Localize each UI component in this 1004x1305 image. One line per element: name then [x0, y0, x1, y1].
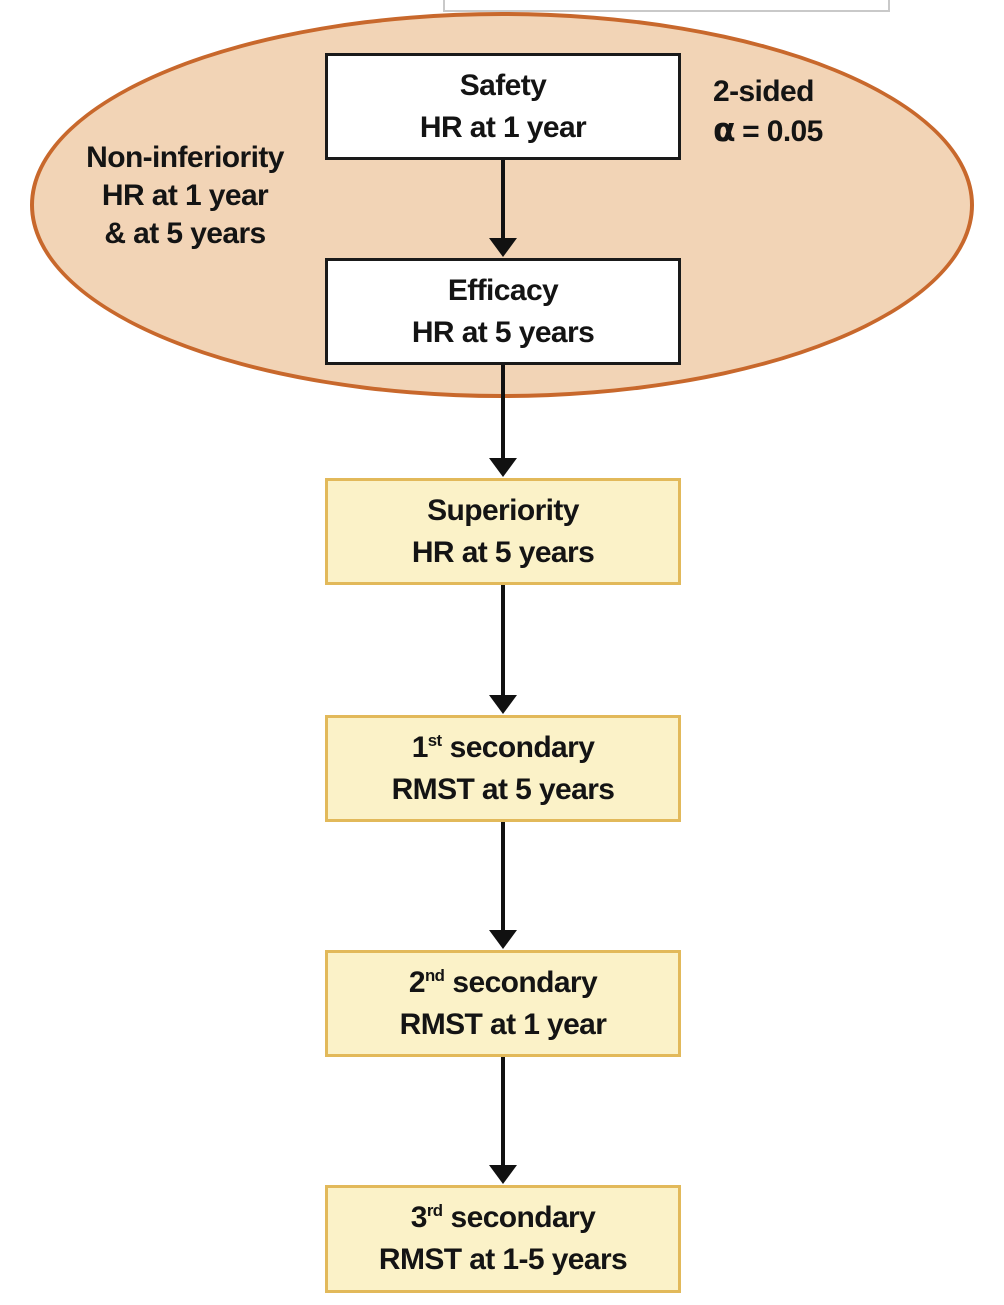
arrow-down-head [489, 458, 517, 477]
arrow-down-connector [501, 160, 505, 239]
node-title: 2nd secondary [408, 962, 598, 1004]
ordinal-suffix: nd [425, 965, 445, 985]
noninferiority-note: Non-inferiority HR at 1 year & at 5 year… [50, 139, 320, 253]
title-rest: secondary [449, 730, 595, 764]
node-subtitle: HR at 5 years [411, 535, 595, 569]
alpha-note-line1: 2-sided [713, 75, 814, 108]
arrow-down-head [489, 238, 517, 257]
node-superiority: Superiority HR at 5 years [325, 478, 681, 585]
node-subtitle: RMST at 1-5 years [378, 1243, 628, 1276]
arrow-down-connector [501, 1057, 505, 1166]
alpha-symbol: α [713, 110, 736, 149]
node-subtitle: HR at 5 years [411, 315, 595, 349]
arrow-down-head [489, 930, 517, 949]
node-title: 1st secondary [412, 727, 595, 769]
node-title: Superiority [427, 493, 579, 527]
node-title: 3rd secondary [410, 1197, 596, 1239]
alpha-note-line2: α= 0.05 [713, 111, 823, 151]
node-safety: Safety HR at 1 year [325, 53, 681, 160]
node-subtitle: RMST at 1 year [399, 1007, 607, 1041]
node-secondary-3: 3rd secondary RMST at 1-5 years [325, 1185, 681, 1293]
node-secondary-1: 1st secondary RMST at 5 years [325, 715, 681, 822]
cropped-box-remnant [443, 0, 890, 12]
ordinal-number: 3 [410, 1201, 428, 1234]
node-efficacy: Efficacy HR at 5 years [325, 258, 681, 365]
ordinal-number: 2 [408, 965, 426, 999]
title-rest: secondary [450, 1201, 596, 1234]
node-title: Safety [459, 68, 547, 102]
node-secondary-2: 2nd secondary RMST at 1 year [325, 950, 681, 1057]
ordinal-suffix: rd [426, 1201, 443, 1220]
title-rest: secondary [452, 965, 598, 999]
arrow-down-connector [501, 365, 505, 459]
alpha-value: = 0.05 [742, 115, 823, 148]
noninferiority-note-line3: & at 5 years [104, 217, 266, 250]
arrow-down-head [489, 1165, 517, 1184]
node-subtitle: HR at 1 year [419, 110, 587, 144]
arrow-down-connector [501, 585, 505, 696]
noninferiority-note-line1: Non-inferiority [86, 141, 284, 174]
node-title: Efficacy [447, 273, 559, 307]
arrow-down-head [489, 695, 517, 714]
node-subtitle: RMST at 5 years [391, 772, 615, 806]
arrow-down-connector [501, 822, 505, 931]
noninferiority-note-line2: HR at 1 year [101, 179, 269, 212]
ordinal-number: 1 [411, 730, 429, 764]
ordinal-suffix: st [427, 730, 442, 750]
alpha-note: 2-sided α= 0.05 [713, 73, 823, 151]
